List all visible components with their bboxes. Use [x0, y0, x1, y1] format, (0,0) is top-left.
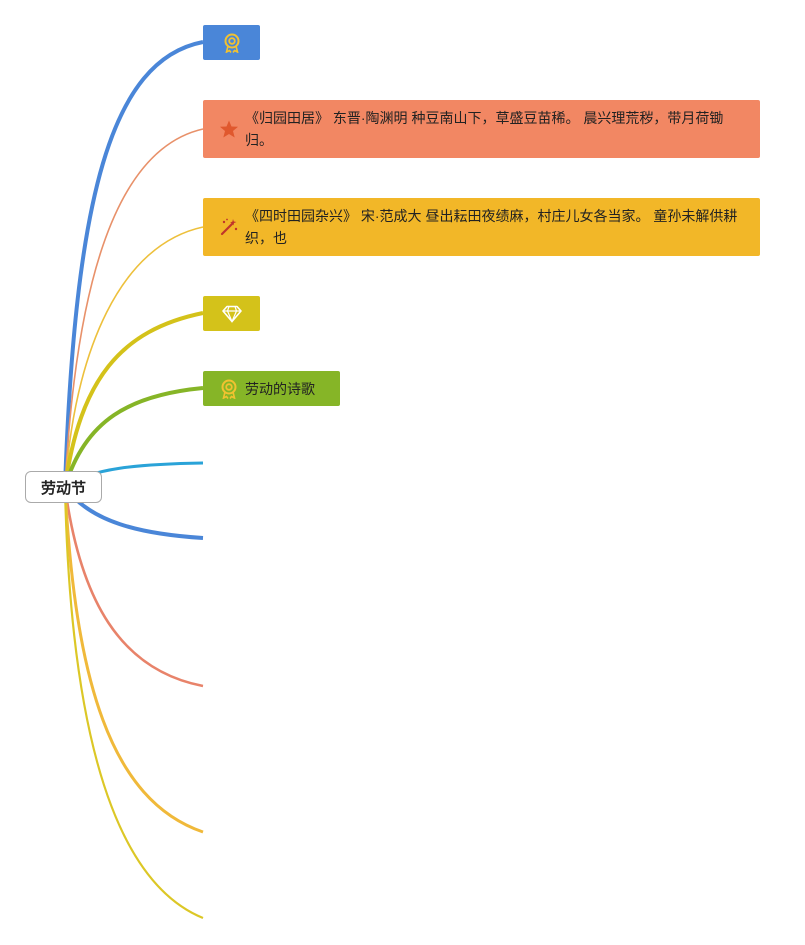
branch-line-2: [64, 128, 204, 488]
root-topic-label: 劳动节: [40, 479, 86, 497]
medal-icon: [219, 379, 239, 399]
branch-line-8: [63, 486, 204, 688]
topic-node-5[interactable]: 劳动的诗歌: [203, 371, 340, 406]
topic-node-2-label: 《归园田居》 东晋·陶渊明 种豆南山下，草盛豆苗稀。 晨兴理荒秽，带月荷锄归。: [245, 110, 724, 148]
star-icon: [219, 119, 239, 139]
branch-line-3: [64, 226, 204, 488]
topic-node-4[interactable]: [203, 296, 260, 331]
root-topic[interactable]: 劳动节: [25, 471, 102, 503]
topic-node-1[interactable]: [203, 25, 260, 60]
branch-line-1: [63, 40, 204, 488]
branch-line-10: [63, 486, 204, 920]
branch-line-9: [63, 486, 204, 834]
branch-line-4: [63, 311, 204, 488]
topic-node-5-label: 劳动的诗歌: [245, 380, 315, 397]
magic-wand-icon: [219, 217, 239, 237]
topic-node-3[interactable]: 《四时田园杂兴》 宋·范成大 昼出耘田夜绩麻，村庄儿女各当家。 童孙未解供耕织，…: [203, 198, 760, 256]
diamond-icon: [221, 304, 242, 324]
medal-icon: [222, 33, 242, 53]
topic-node-2[interactable]: 《归园田居》 东晋·陶渊明 种豆南山下，草盛豆苗稀。 晨兴理荒秽，带月荷锄归。: [203, 100, 760, 158]
topic-node-3-label: 《四时田园杂兴》 宋·范成大 昼出耘田夜绩麻，村庄儿女各当家。 童孙未解供耕织，…: [245, 208, 738, 246]
branch-line-5: [63, 386, 204, 488]
